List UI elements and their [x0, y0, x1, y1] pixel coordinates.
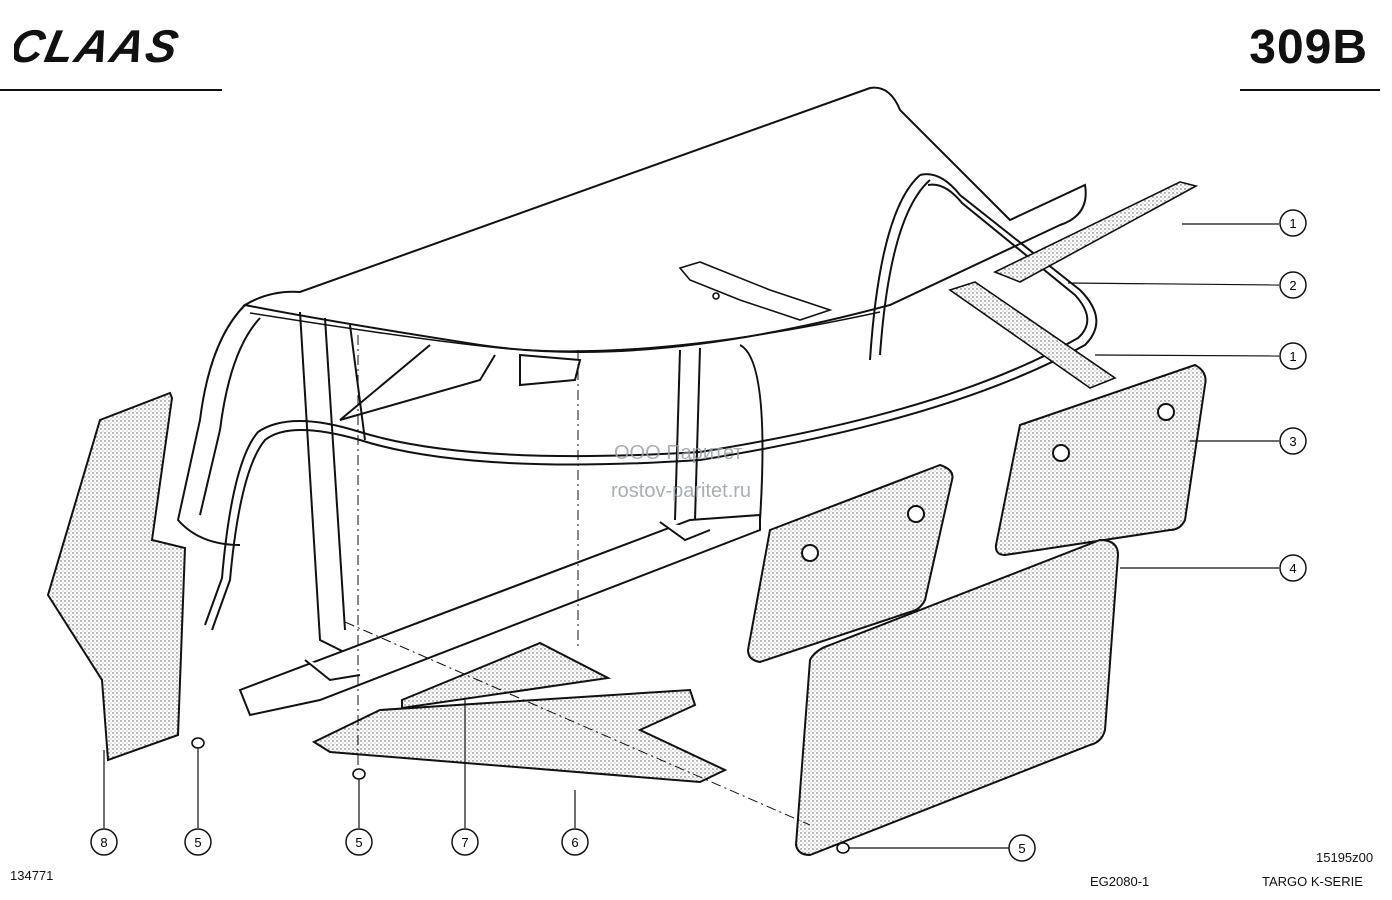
callout-3-label: 3 — [1289, 434, 1296, 449]
callout-1-mid: 1 — [1279, 342, 1307, 370]
window-seal — [204, 173, 1098, 631]
svg-text:CLAAS: CLAAS — [14, 22, 185, 68]
roof-bracket — [678, 261, 833, 321]
watermark-company: ООО Паритет — [614, 442, 743, 464]
callout-7: 7 — [451, 828, 479, 856]
callout-8: 8 — [90, 828, 118, 856]
callout-8-label: 8 — [100, 835, 107, 850]
claas-logo: CLAAS — [14, 22, 185, 68]
cab-roof — [242, 86, 1087, 353]
lower-rail — [238, 513, 761, 717]
header-rule-left — [0, 89, 222, 91]
floor-panel-7 — [401, 641, 612, 710]
callout-1-mid-label: 1 — [1289, 349, 1296, 364]
insulation-panel-3b — [746, 463, 954, 664]
callout-5-left: 5 — [184, 828, 212, 856]
assembly-lines — [344, 335, 811, 826]
image-code: 15195z00 — [1316, 850, 1374, 865]
callout-4-label: 4 — [1289, 561, 1296, 576]
callout-2-label: 2 — [1289, 278, 1296, 293]
leader-lines — [103, 223, 1280, 849]
callout-2: 2 — [1279, 271, 1307, 299]
cab-frame — [176, 304, 764, 656]
callout-markers: 1 2 1 3 4 5 8 5 — [90, 209, 1307, 862]
series-name: TARGO K-SERIE — [1262, 874, 1363, 889]
header-rule-right — [1240, 89, 1380, 91]
watermark-url: rostov-paritet.ru — [611, 480, 752, 502]
callout-3: 3 — [1279, 427, 1307, 455]
callout-1-top: 1 — [1279, 209, 1307, 237]
drawing-id: 134771 — [10, 868, 54, 883]
side-panel-8 — [46, 391, 187, 762]
insulation-panel-3a — [994, 363, 1207, 557]
callout-1-top-label: 1 — [1289, 216, 1296, 231]
sheet-number: 309B — [1249, 21, 1368, 74]
callout-5-right-label: 5 — [1018, 841, 1025, 856]
callout-5-left-label: 5 — [194, 835, 201, 850]
callout-5-center: 5 — [345, 828, 373, 856]
doc-code: EG2080-1 — [1090, 874, 1150, 889]
callout-4: 4 — [1279, 554, 1307, 582]
insulation-panel-4 — [794, 538, 1120, 857]
callout-5-right: 5 — [1008, 834, 1036, 862]
seal-strip-1 — [993, 181, 1199, 283]
callout-6-label: 6 — [571, 835, 578, 850]
floor-panel-6 — [311, 688, 728, 784]
seal-strip-2 — [948, 281, 1117, 389]
callout-6: 6 — [561, 828, 589, 856]
callout-5-center-label: 5 — [355, 835, 362, 850]
callout-7-label: 7 — [461, 835, 468, 850]
